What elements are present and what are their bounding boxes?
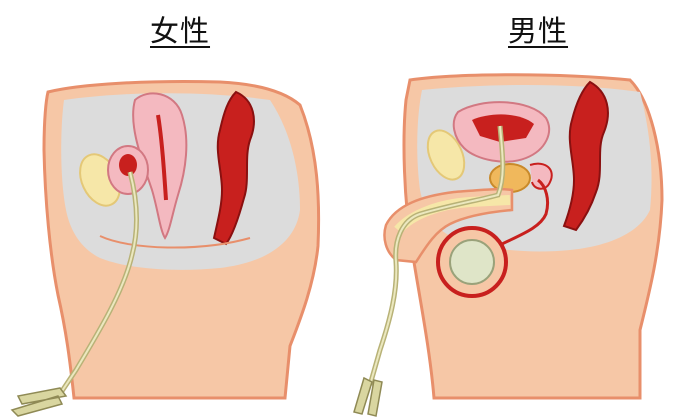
male-testicle: [450, 240, 494, 284]
female-catheter-connector: [12, 388, 66, 416]
male-panel: 男性: [350, 0, 686, 419]
male-prostate: [490, 164, 530, 192]
male-catheter-connector: [354, 378, 382, 416]
female-anatomy-illustration: [0, 0, 350, 419]
male-anatomy-illustration: [350, 0, 686, 419]
female-panel: 女性: [0, 0, 350, 419]
